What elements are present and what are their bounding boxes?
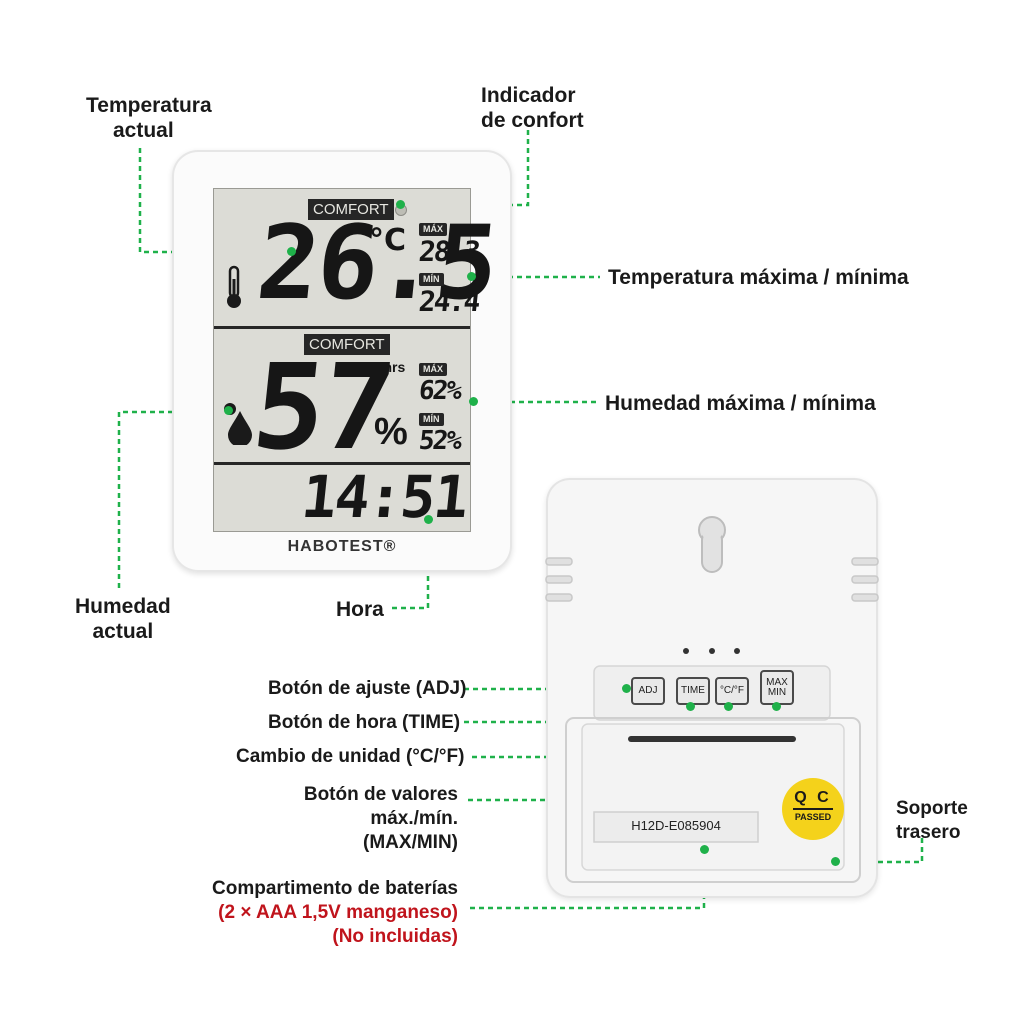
adj-button[interactable]: ADJ [631,677,665,705]
comfort-indicator-temp: COMFORT [308,199,394,220]
label-line: actual [113,119,174,142]
lcd-display: COMFORT 26.5 °C MÁX 28.3 MÍN 24.4 COMFOR… [213,188,502,532]
label-maxmin: Botón de valores máx./mín. (MAX/MIN) [272,783,458,855]
leader-dot [396,200,405,209]
label-line: máx./mín. (MAX/MIN) [363,808,458,853]
leader-dot [469,397,478,406]
label-line: (2 × AAA 1,5V manganeso) [218,902,458,923]
label-line: Humedad [75,595,171,618]
label-line: Indicador [481,84,576,107]
leader-dot [700,845,709,854]
thermometer-icon [227,265,241,308]
label-line: actual [92,620,154,643]
label-temp-maxmin: Temperatura máxima / mínima [608,266,909,289]
label-line: Botón de valores [303,784,458,805]
label-line: Compartimento de baterías [212,878,458,899]
lcd-divider [214,326,470,329]
qc-title: Q C [794,789,832,806]
label-humedad-actual: Humedad actual [75,594,171,644]
label-soporte: Soporte trasero [896,797,968,845]
label-line: (No incluidas) [332,926,458,947]
label-indicador-confort: Indicador de confort [481,83,584,133]
serial-number: H12D-E085904 [631,818,721,833]
label-line: de confort [481,109,584,132]
maxmin-button-max: MAX [766,676,788,688]
leader-dot [424,515,433,524]
qc-divider [793,808,833,810]
min-tag-humidity: MÍN [419,413,444,426]
leader-dot [622,684,631,693]
label-hum-maxmin: Humedad máxima / mínima [605,392,876,415]
humidity-unit: % [374,411,408,453]
qc-passed-badge: Q C PASSED [782,778,844,840]
brand-logo: HABOTEST® [287,538,397,555]
leader-dot [467,272,476,281]
leader-dot [724,702,733,711]
max-tag-temp: MÁX [419,223,447,236]
leader-dot [287,247,296,256]
keyhole-icon [698,516,726,573]
label-time: Botón de hora (TIME) [268,712,461,733]
maxmin-button-min: MIN [767,686,787,698]
leader-dot [224,406,233,415]
max-tag-humidity: MÁX [419,363,447,376]
maxmin-button[interactable]: MAX MIN [760,670,794,705]
label-line: Temperatura [86,94,212,117]
label-temperatura-actual: Temperatura actual [86,93,212,143]
temperature-unit: °C [369,223,407,258]
label-line: trasero [896,822,961,843]
qc-passed: PASSED [794,812,832,822]
time-button[interactable]: TIME [676,677,710,705]
label-hora: Hora [336,598,384,621]
lcd-divider [214,462,470,465]
leader-dot [772,702,781,711]
min-tag-temp: MÍN [419,273,444,286]
label-adj: Botón de ajuste (ADJ) [268,678,467,699]
label-battery: Compartimento de baterías (2 × AAA 1,5V … [196,877,458,949]
comfort-indicator-humidity: COMFORT [304,334,390,355]
leader-dot [831,857,840,866]
label-unit: Cambio de unidad (°C/°F) [236,746,465,767]
hours-label: 24 hrs [364,359,406,375]
leader-dot [686,702,695,711]
label-line: Soporte [896,798,968,819]
unit-button[interactable]: °C/°F [715,677,749,705]
